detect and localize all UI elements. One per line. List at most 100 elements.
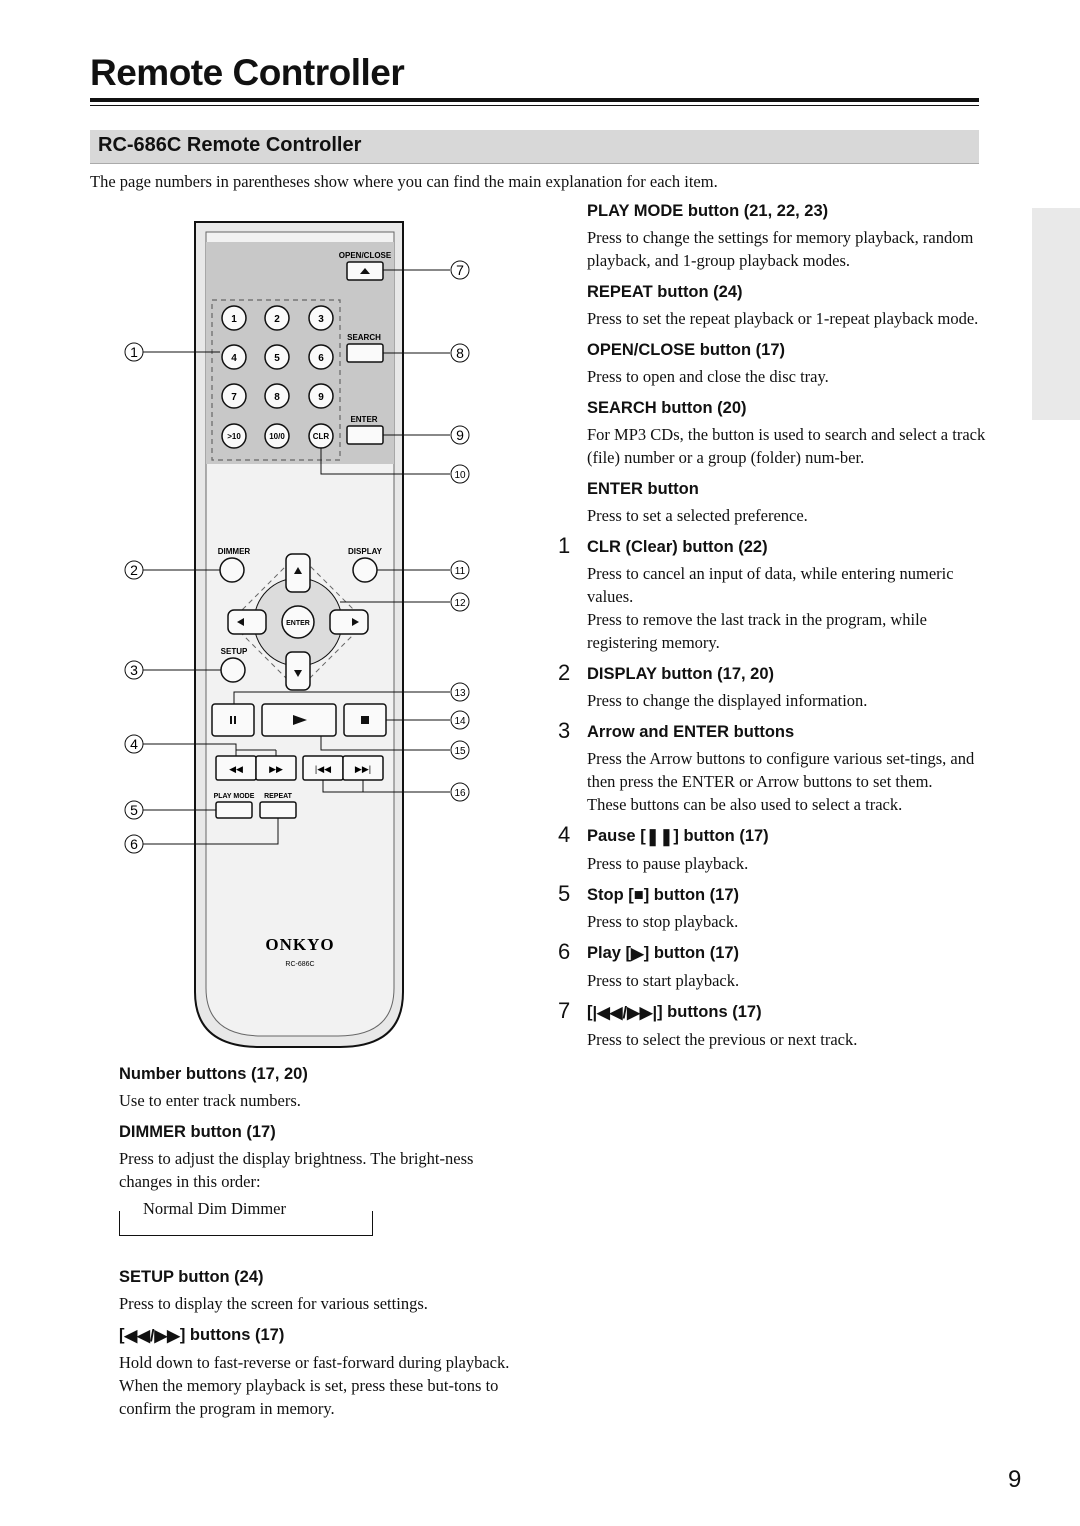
key-label: 6 bbox=[318, 353, 324, 364]
item-description: When the memory playback is set, press t… bbox=[119, 1375, 499, 1418]
number-key-7[interactable] bbox=[221, 383, 247, 409]
pause-button[interactable] bbox=[211, 703, 255, 737]
dimmer-label: DIMMER bbox=[218, 547, 251, 556]
number-key-6[interactable] bbox=[308, 344, 334, 370]
display-button[interactable] bbox=[352, 557, 378, 583]
up-arrow-icon bbox=[294, 567, 302, 574]
item-skip: 7 [|◀◀/▶▶|] buttons (17) Press to select… bbox=[558, 997, 988, 1051]
key-label: CLR bbox=[313, 432, 330, 441]
item-pause: 4 Pause [❚❚] button (17) Press to pause … bbox=[558, 822, 988, 875]
pause-icon: ❚❚ bbox=[645, 827, 674, 846]
key-label: 4 bbox=[231, 353, 237, 364]
item-clr: 1 CLR (Clear) button (22) Press to cance… bbox=[558, 533, 988, 654]
callout-2: 2 bbox=[130, 562, 138, 578]
item-arrow-enter: 3 Arrow and ENTER buttons Press the Arro… bbox=[558, 718, 988, 816]
heading-suffix: ] button (17) bbox=[643, 944, 740, 963]
side-tab bbox=[1032, 208, 1080, 420]
key-label: 3 bbox=[318, 314, 324, 325]
number-key-1[interactable] bbox=[221, 305, 247, 331]
heading-prefix: [ bbox=[587, 1002, 593, 1021]
callout-3: 3 bbox=[130, 662, 138, 678]
item-heading: REPEAT button (24) bbox=[587, 283, 743, 301]
callout-1: 1 bbox=[130, 344, 138, 360]
number-key-3[interactable] bbox=[308, 305, 334, 331]
item-dimmer-button: DIMMER button (17) Press to adjust the d… bbox=[119, 1121, 519, 1257]
play-mode-label: PLAY MODE bbox=[214, 793, 255, 800]
search-button[interactable] bbox=[346, 343, 384, 363]
greater-than-10-key[interactable] bbox=[221, 423, 247, 449]
item-description: For MP3 CDs, the button is used to searc… bbox=[587, 425, 986, 467]
cycle-arrow bbox=[119, 1211, 373, 1236]
item-number: 2 bbox=[558, 660, 571, 685]
section-header: RC-686C Remote Controller bbox=[90, 130, 979, 164]
enter-label: ENTER bbox=[350, 415, 377, 424]
item-play: 6 Play [▶] button (17) Press to start pl… bbox=[558, 939, 988, 992]
number-key-8[interactable] bbox=[264, 383, 290, 409]
number-key-9[interactable] bbox=[308, 383, 334, 409]
setup-button[interactable] bbox=[220, 657, 246, 683]
key-label: 10/0 bbox=[269, 432, 285, 441]
pause-icon bbox=[230, 716, 232, 724]
item-description: Press to remove the last track in the pr… bbox=[587, 610, 927, 652]
item-description: Press to start playback. bbox=[587, 970, 740, 990]
number-key-5[interactable] bbox=[264, 344, 290, 370]
item-heading: PLAY MODE button (21, 22, 23) bbox=[587, 202, 829, 220]
item-heading: SETUP button (24) bbox=[119, 1268, 264, 1286]
item-description: Press to set the repeat playback or 1-re… bbox=[587, 309, 979, 328]
page-number: 9 bbox=[1008, 1466, 1022, 1493]
heading-suffix: ] button (17) bbox=[673, 827, 769, 845]
key-label: 9 bbox=[318, 392, 324, 403]
heading-suffix: ] button (17) bbox=[643, 885, 740, 904]
number-key-4[interactable] bbox=[221, 344, 247, 370]
key-label: 7 bbox=[231, 392, 237, 403]
callout-5: 5 bbox=[130, 802, 138, 818]
item-description: Use to enter track numbers. bbox=[119, 1091, 301, 1110]
brand-logo: ONKYO bbox=[265, 935, 334, 954]
item-description: Press the Arrow buttons to configure var… bbox=[587, 749, 975, 791]
arrow-right-button[interactable] bbox=[329, 609, 369, 635]
open-close-label: OPEN/CLOSE bbox=[339, 251, 392, 260]
right-arrow-icon bbox=[352, 618, 359, 626]
callout-10: 10 bbox=[454, 470, 466, 481]
down-arrow-icon bbox=[294, 670, 302, 677]
brightness-order: Normal Dim Dimmer bbox=[119, 1199, 519, 1257]
setup-label: SETUP bbox=[221, 647, 248, 656]
arrow-left-button[interactable] bbox=[227, 609, 267, 635]
item-repeat: REPEAT button (24) Press to set the repe… bbox=[558, 281, 988, 330]
item-description: Press to pause playback. bbox=[587, 853, 749, 873]
number-key-2[interactable] bbox=[264, 305, 290, 331]
display-label: DISPLAY bbox=[348, 547, 383, 556]
item-stop: 5 Stop [■] button (17) Press to stop pla… bbox=[558, 881, 988, 934]
item-description: Press to change the settings for memory … bbox=[587, 228, 974, 270]
search-label: SEARCH bbox=[347, 333, 381, 342]
item-search: SEARCH button (20) For MP3 CDs, the butt… bbox=[558, 397, 988, 469]
repeat-button[interactable] bbox=[259, 801, 297, 819]
callout-13: 13 bbox=[454, 688, 466, 699]
callout-14: 14 bbox=[454, 716, 466, 727]
ten-zero-key[interactable] bbox=[264, 423, 290, 449]
fast-reverse-forward-icon: ◀◀/▶▶ bbox=[124, 1326, 180, 1345]
dimmer-button[interactable] bbox=[219, 557, 245, 583]
item-heading: Stop [■] button (17) bbox=[587, 884, 988, 907]
item-number: 7 bbox=[558, 997, 571, 1023]
enter-button[interactable] bbox=[346, 425, 384, 445]
right-descriptions: PLAY MODE button (21, 22, 23) Press to c… bbox=[558, 200, 988, 1060]
item-description: Press to select the previous or next tra… bbox=[587, 1029, 858, 1049]
item-number: 6 bbox=[558, 939, 571, 965]
heading-suffix: ] buttons (17) bbox=[657, 1002, 762, 1021]
heading-prefix: Stop [ bbox=[587, 885, 634, 904]
play-mode-button[interactable] bbox=[215, 801, 253, 819]
item-description: Press to open and close the disc tray. bbox=[587, 367, 829, 386]
key-label: 2 bbox=[274, 314, 280, 325]
item-description: These buttons can be also used to select… bbox=[587, 795, 903, 814]
item-description: Press to change the displayed informatio… bbox=[587, 691, 868, 710]
page-title: Remote Controller bbox=[90, 52, 405, 93]
item-description: Press to set a selected preference. bbox=[587, 506, 808, 525]
brightness-order-text: Normal Dim Dimmer bbox=[143, 1199, 286, 1218]
play-icon bbox=[293, 715, 307, 725]
item-number-buttons: Number buttons (17, 20) Use to enter tra… bbox=[119, 1063, 519, 1112]
item-open-close: OPEN/CLOSE button (17) Press to open and… bbox=[558, 339, 988, 388]
item-fast-buttons: [◀◀/▶▶] buttons (17) Hold down to fast-r… bbox=[119, 1324, 519, 1420]
center-enter-button[interactable] bbox=[281, 605, 315, 639]
callout-9: 9 bbox=[456, 427, 464, 443]
